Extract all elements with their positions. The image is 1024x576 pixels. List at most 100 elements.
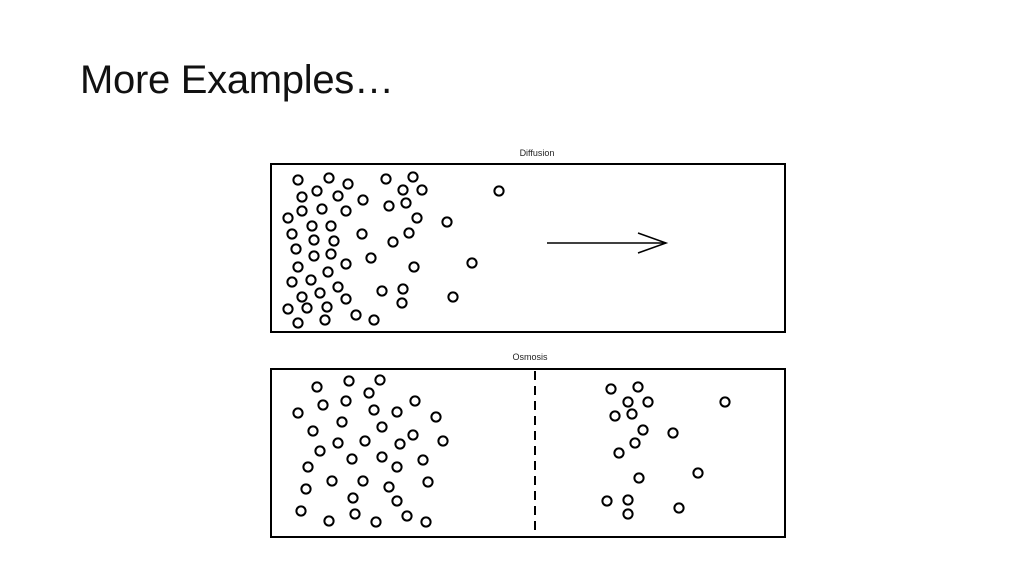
particle bbox=[391, 406, 403, 418]
particle bbox=[380, 173, 392, 185]
particle bbox=[387, 236, 399, 248]
particle bbox=[407, 171, 419, 183]
particle bbox=[370, 516, 382, 528]
particle bbox=[622, 396, 634, 408]
particle bbox=[359, 435, 371, 447]
particle bbox=[416, 184, 428, 196]
particle bbox=[347, 492, 359, 504]
particle bbox=[466, 257, 478, 269]
particle bbox=[437, 435, 449, 447]
particle bbox=[296, 291, 308, 303]
particle bbox=[306, 220, 318, 232]
particle bbox=[447, 291, 459, 303]
particle bbox=[350, 309, 362, 321]
particle bbox=[376, 421, 388, 433]
particle bbox=[667, 427, 679, 439]
particle bbox=[719, 396, 731, 408]
particle bbox=[411, 212, 423, 224]
particle bbox=[407, 429, 419, 441]
particle bbox=[286, 276, 298, 288]
particle bbox=[417, 454, 429, 466]
particle bbox=[368, 404, 380, 416]
particle bbox=[321, 301, 333, 313]
particle bbox=[322, 266, 334, 278]
particle bbox=[302, 461, 314, 473]
particle bbox=[314, 445, 326, 457]
particle bbox=[300, 483, 312, 495]
particle bbox=[605, 383, 617, 395]
osmosis-container bbox=[270, 368, 786, 538]
osmosis-diagram: Osmosis bbox=[270, 352, 786, 538]
particle bbox=[420, 516, 432, 528]
particle bbox=[383, 200, 395, 212]
particle bbox=[286, 228, 298, 240]
particle bbox=[328, 235, 340, 247]
particle bbox=[403, 227, 415, 239]
particle bbox=[340, 258, 352, 270]
particle bbox=[365, 252, 377, 264]
particle bbox=[409, 395, 421, 407]
particle bbox=[311, 381, 323, 393]
particle bbox=[311, 185, 323, 197]
particle bbox=[363, 387, 375, 399]
particle bbox=[626, 408, 638, 420]
particle bbox=[307, 425, 319, 437]
particle bbox=[342, 178, 354, 190]
particle bbox=[692, 467, 704, 479]
particle bbox=[357, 194, 369, 206]
particle bbox=[325, 248, 337, 260]
particle bbox=[343, 375, 355, 387]
particle bbox=[332, 190, 344, 202]
particle bbox=[376, 285, 388, 297]
particle bbox=[376, 451, 388, 463]
particle bbox=[323, 172, 335, 184]
particle bbox=[340, 293, 352, 305]
particle bbox=[326, 475, 338, 487]
particle bbox=[325, 220, 337, 232]
particle bbox=[622, 494, 634, 506]
particle bbox=[317, 399, 329, 411]
diffusion-particles bbox=[282, 171, 505, 329]
particle bbox=[308, 234, 320, 246]
particle bbox=[408, 261, 420, 273]
particle bbox=[401, 510, 413, 522]
particle bbox=[292, 407, 304, 419]
particle bbox=[368, 314, 380, 326]
particle bbox=[601, 495, 613, 507]
particle bbox=[633, 472, 645, 484]
diffusion-container bbox=[270, 163, 786, 333]
particle bbox=[397, 283, 409, 295]
particle bbox=[292, 261, 304, 273]
diffusion-label: Diffusion bbox=[520, 148, 555, 158]
particle bbox=[357, 475, 369, 487]
particle bbox=[397, 184, 409, 196]
particle bbox=[305, 274, 317, 286]
particle bbox=[332, 281, 344, 293]
particle bbox=[422, 476, 434, 488]
particle bbox=[340, 205, 352, 217]
particle bbox=[391, 461, 403, 473]
osmosis-particles bbox=[292, 374, 731, 528]
particle bbox=[637, 424, 649, 436]
particle bbox=[632, 381, 644, 393]
particle bbox=[493, 185, 505, 197]
particle bbox=[282, 212, 294, 224]
slide-title: More Examples… bbox=[80, 58, 394, 102]
particle bbox=[383, 481, 395, 493]
particle bbox=[292, 317, 304, 329]
particle bbox=[295, 505, 307, 517]
particle bbox=[316, 203, 328, 215]
particle bbox=[673, 502, 685, 514]
particle bbox=[282, 303, 294, 315]
particle bbox=[301, 302, 313, 314]
osmosis-label: Osmosis bbox=[512, 352, 548, 362]
particle bbox=[319, 314, 331, 326]
particle bbox=[349, 508, 361, 520]
particle bbox=[332, 437, 344, 449]
particle bbox=[430, 411, 442, 423]
particle bbox=[374, 374, 386, 386]
particle bbox=[336, 416, 348, 428]
particle bbox=[609, 410, 621, 422]
